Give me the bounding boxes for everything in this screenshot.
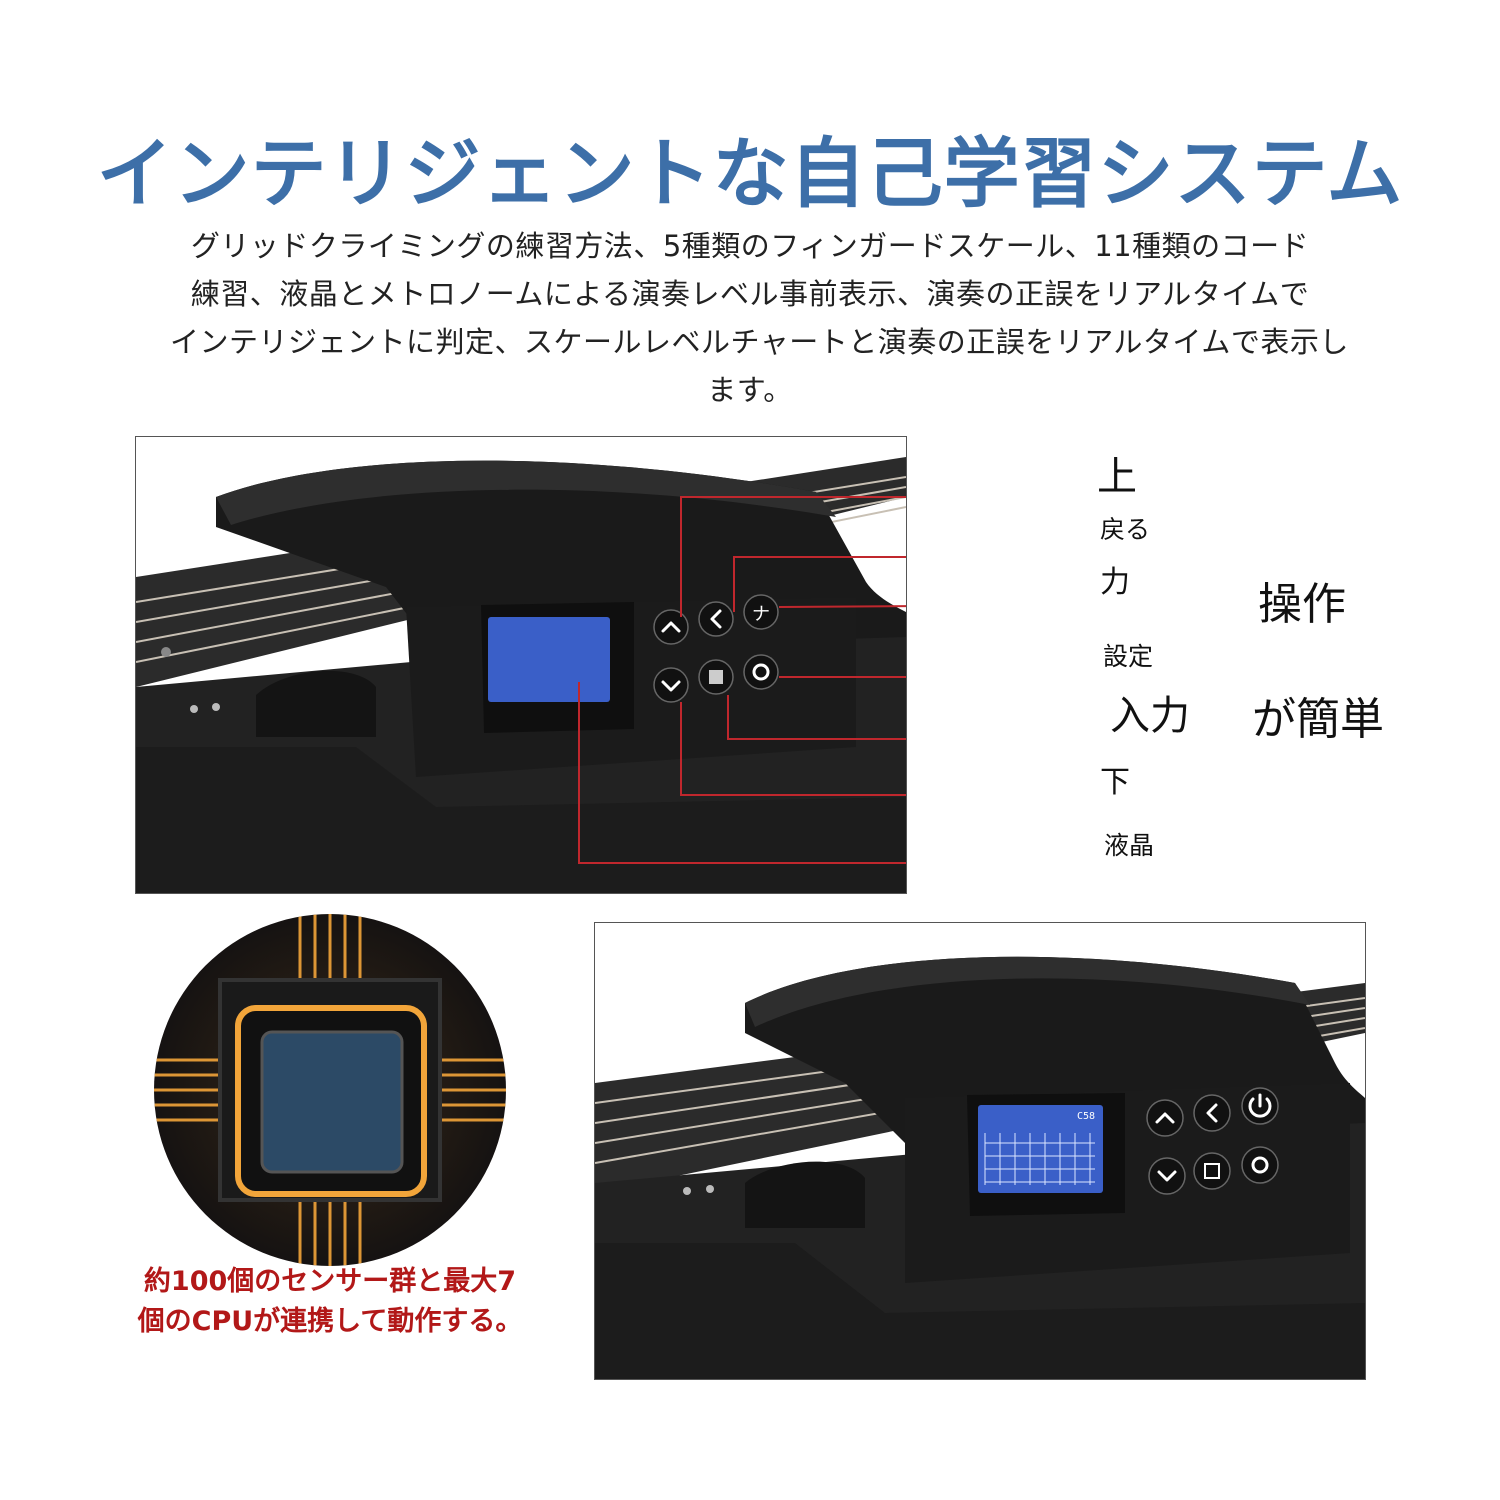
lcd-display-photo: C58 [594, 922, 1366, 1380]
control-panel-photo: ナ [135, 436, 907, 894]
up-arrow-icon [1155, 1112, 1175, 1124]
cpu-chip-illustration [154, 914, 506, 1266]
input-icon [709, 670, 723, 684]
caption-line: 個のCPUが連携して動作する。 [137, 1306, 523, 1337]
label-settings: 設定 [1103, 642, 1154, 671]
down-arrow-icon [1157, 1170, 1177, 1182]
callout-lines [578, 496, 906, 864]
power-icon [1248, 1097, 1272, 1118]
label-input: 入力 [1110, 693, 1190, 739]
page-title: インテリジェントな自己学習システム [96, 129, 1404, 218]
back-arrow-icon [710, 609, 722, 629]
guitar-body-illustration-2: C58 [595, 956, 1365, 1379]
caption-line: 約100個のセンサー群と最大7 [143, 1266, 517, 1297]
down-arrow-icon [661, 680, 681, 692]
description-line: インテリジェントに判定、スケールレベルチャートと演奏の正誤をリアルタイムで表示し [170, 325, 1349, 359]
gear-icon [1251, 1156, 1269, 1174]
description: グリッドクライミングの練習方法、5種類のフィンガードスケール、11種類のコード … [170, 222, 1349, 414]
lcd-screen [978, 1105, 1103, 1193]
description-line: 練習、液晶とメトロノームによる演奏レベル事前表示、演奏の正誤をリアルタイムで [190, 277, 1310, 311]
guitar-body-illustration: ナ [136, 457, 906, 893]
description-line: グリッドクライミングの練習方法、5種類のフィンガードスケール、11種類のコード [190, 229, 1310, 263]
label-back: 戻る [1100, 515, 1151, 544]
caption: 約100個のセンサー群と最大7 個のCPUが連携して動作する。 [100, 1262, 560, 1342]
label-power: 力 [1100, 565, 1130, 600]
lcd-grid [984, 1133, 1095, 1185]
input-icon [1204, 1163, 1220, 1179]
label-up: 上 [1097, 454, 1137, 500]
label-easy-operation: 操作 [1258, 579, 1346, 630]
up-arrow-icon [661, 621, 681, 633]
lcd-corner-text: C58 [1077, 1111, 1095, 1122]
label-easy-operation-2: が簡単 [1252, 694, 1384, 745]
label-down: 下 [1100, 765, 1130, 800]
description-line: ます。 [707, 373, 793, 407]
back-arrow-icon [1206, 1103, 1218, 1123]
gear-icon [752, 663, 770, 681]
label-lcd: 液晶 [1104, 831, 1155, 860]
power-icon: ナ [752, 604, 770, 625]
